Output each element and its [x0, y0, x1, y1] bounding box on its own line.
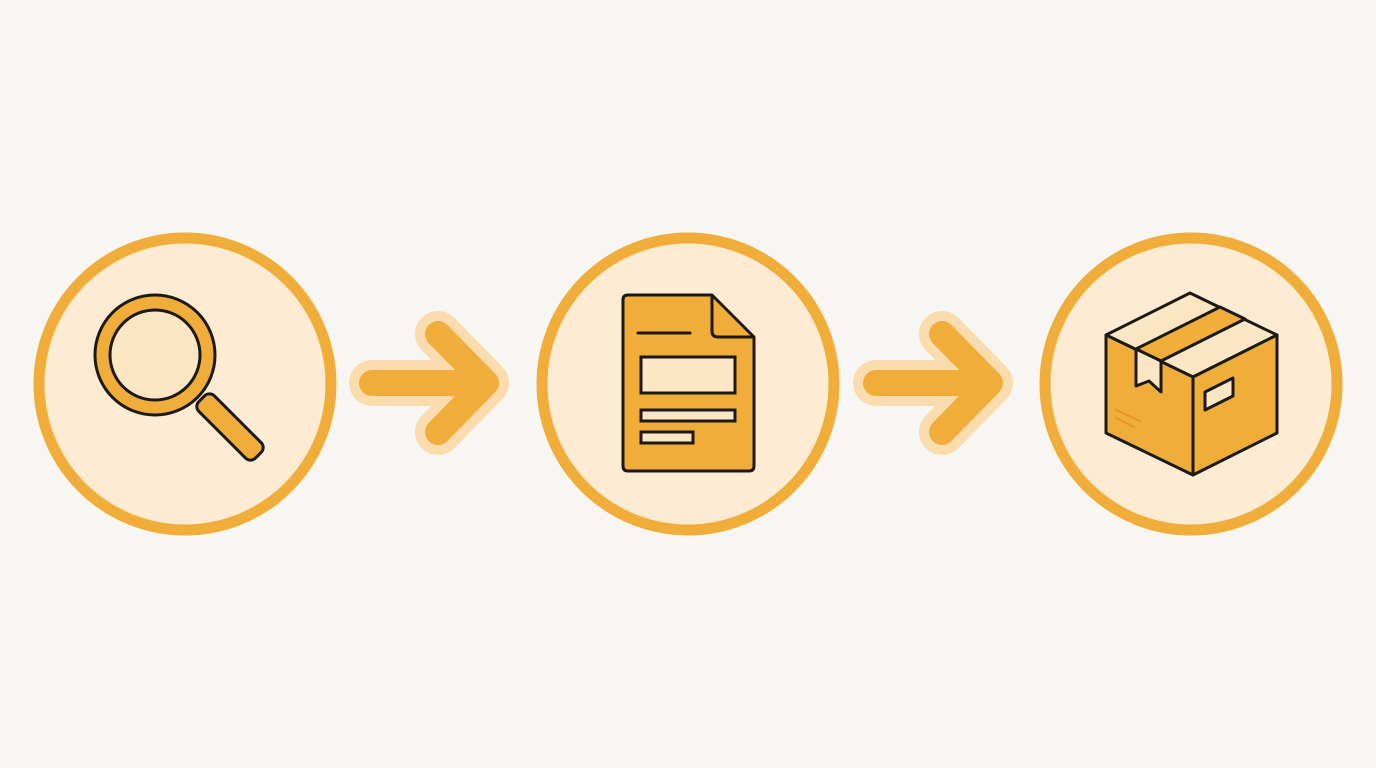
package-box-icon [1104, 291, 1279, 477]
step-search [33, 232, 337, 536]
document-icon [621, 293, 756, 473]
magnifying-glass-icon [93, 293, 265, 462]
arrow-right-icon [349, 311, 509, 455]
step-package [1039, 232, 1343, 536]
step-document [536, 232, 840, 536]
arrow-right-icon [853, 311, 1013, 455]
